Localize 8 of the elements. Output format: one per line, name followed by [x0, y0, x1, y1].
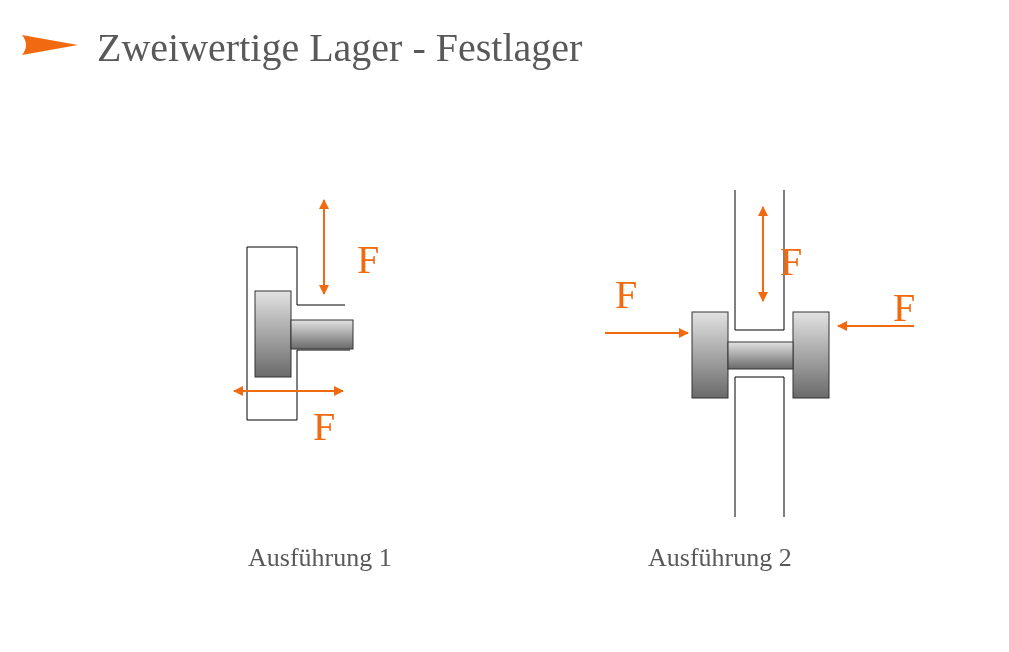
force-label: F	[615, 275, 638, 315]
force-label: F	[780, 242, 803, 282]
force-label: F	[313, 407, 336, 447]
caption: Ausführung 2	[648, 545, 792, 571]
title: Zweiwertige Lager - Festlager	[97, 26, 583, 70]
caption: Ausführung 1	[248, 545, 392, 571]
force-label: F	[357, 240, 380, 280]
force-label: F	[893, 288, 916, 328]
